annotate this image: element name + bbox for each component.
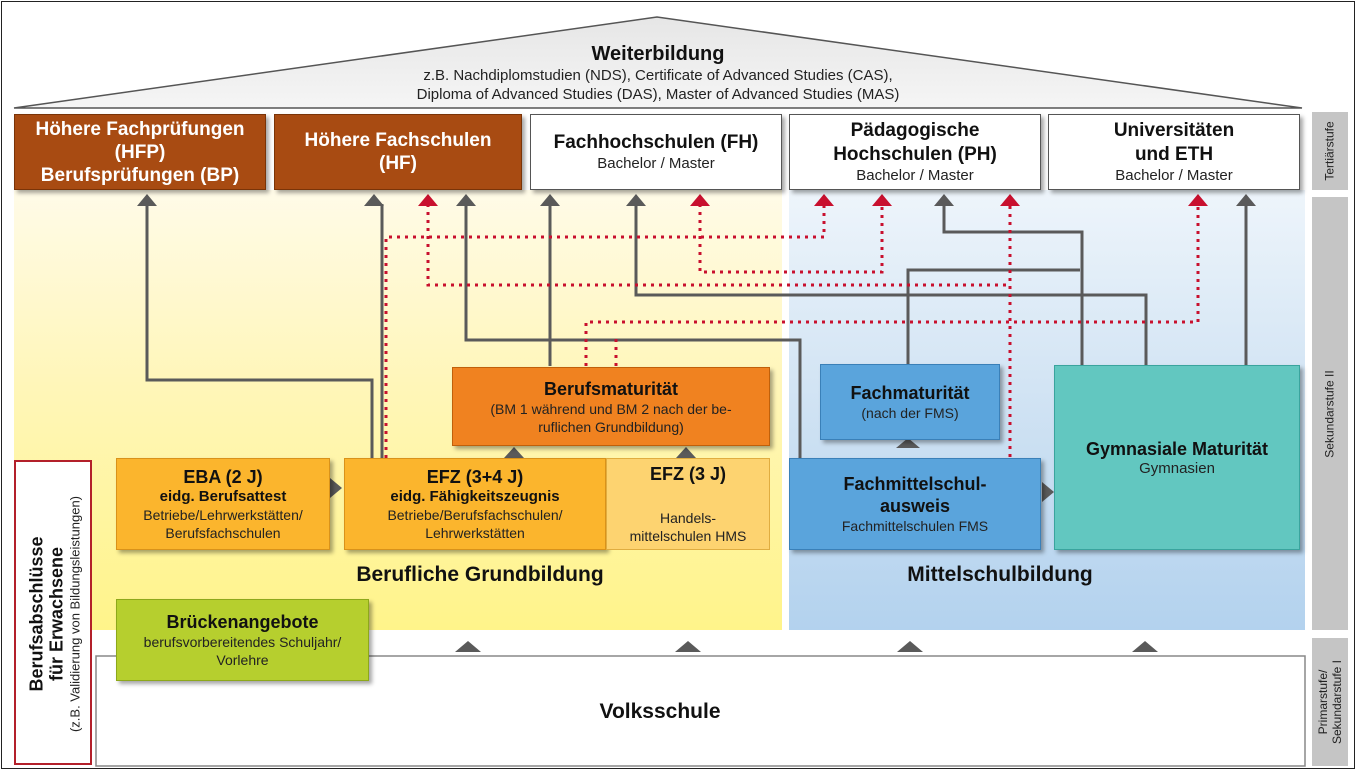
bruecken-line2: Vorlehre — [216, 652, 269, 668]
adults-line1: Berufsabschlüsse — [26, 536, 47, 692]
uni-line1: Universitäten — [1113, 120, 1235, 141]
hfp-line3: Berufsprüfungen (BP) — [40, 164, 240, 186]
adults-line3: (z.B. Validierung von Bildungsleistungen… — [67, 495, 83, 733]
eba-line1: eidg. Berufsattest — [159, 488, 287, 505]
eba-line3: Berufsfachschulen — [165, 525, 281, 541]
efz34-line3: Lehrwerkstätten — [425, 525, 525, 541]
volksschule-box — [95, 655, 1306, 767]
bruecken-line1: berufsvorbereitendes Schuljahr/ — [143, 634, 342, 650]
level-primar-label: Primarstufe/ Sekundarstufe I — [1316, 660, 1344, 744]
efz34-line2: Betriebe/Berufsfachschulen/ — [387, 507, 563, 523]
uni-box: Universitäten und ETH Bachelor / Master — [1048, 114, 1300, 190]
level-sek2-label: Sekundarstufe II — [1323, 369, 1338, 458]
gymnasial-sub: Gymnasien — [1139, 459, 1215, 477]
level-sek2: Sekundarstufe II — [1312, 197, 1348, 630]
efz34-line1: eidg. Fähigkeitszeugnis — [390, 488, 560, 505]
level-tertiaer: Tertiärstufe — [1312, 112, 1348, 190]
efz3-line2: mittelschulen HMS — [629, 528, 747, 544]
berufsmaturitaet-box: Berufsmaturität (BM 1 während und BM 2 n… — [452, 367, 770, 446]
fms-line1: Fachmittelschul- — [843, 474, 987, 494]
efz34-box: EFZ (3+4 J) eidg. Fähigkeitszeugnis Betr… — [344, 458, 606, 550]
weiterbildung-title: Weiterbildung — [591, 43, 725, 65]
uni-line2: und ETH — [1134, 144, 1214, 165]
weiterbildung-line1: z.B. Nachdiplomstudien (NDS), Certificat… — [423, 67, 893, 84]
level-primar: Primarstufe/ Sekundarstufe I — [1312, 638, 1348, 766]
weiterbildung-block: Weiterbildung z.B. Nachdiplomstudien (ND… — [300, 42, 1016, 104]
eba-line2: Betriebe/Lehrwerkstätten/ — [143, 507, 303, 523]
ph-line2: Hochschulen (PH) — [833, 144, 997, 165]
eba-title: EBA (2 J) — [183, 467, 263, 487]
fms-sub: Fachmittelschulen FMS — [841, 518, 989, 534]
berufliche-grundbildung-title: Berufliche Grundbildung — [356, 563, 604, 586]
bm-line2: ruflichen Grundbildung) — [538, 418, 684, 435]
uni-sub: Bachelor / Master — [1115, 167, 1233, 184]
hfp-line1: Höhere Fachprüfungen — [35, 118, 245, 140]
gymnasial-title: Gymnasiale Maturität — [1085, 438, 1269, 459]
efz3-line1: Handels- — [659, 510, 716, 526]
ph-sub: Bachelor / Master — [856, 167, 974, 184]
fachmaturitaet-box: Fachmaturität (nach der FMS) — [820, 364, 1000, 440]
hfp-line2: (HFP) — [114, 141, 166, 163]
fh-sub: Bachelor / Master — [597, 155, 715, 172]
brueckenangebote-box: Brückenangebote berufsvorbereitendes Sch… — [116, 599, 369, 681]
mittelschulbildung-title: Mittelschulbildung — [907, 563, 1093, 586]
ph-line1: Pädagogische — [850, 120, 980, 141]
fms-box: Fachmittelschul- ausweis Fachmittelschul… — [789, 458, 1041, 550]
adults-text: Berufsabschlüsse für Erwachsene (z.B. Va… — [27, 464, 84, 764]
gymnasial-box: Gymnasiale Maturität Gymnasien — [1054, 365, 1300, 550]
fh-title: Fachhochschulen (FH) — [553, 132, 759, 153]
efz3-box: EFZ (3 J) Handels- mittelschulen HMS — [606, 458, 770, 550]
bm-line1: (BM 1 während und BM 2 nach der be- — [490, 400, 732, 417]
bm-title: Berufsmaturität — [543, 378, 679, 399]
roof-shape — [13, 16, 1303, 109]
hf-box: Höhere Fachschulen (HF) — [274, 114, 522, 190]
fachmaturitaet-title: Fachmaturität — [850, 383, 970, 403]
ph-box: Pädagogische Hochschulen (PH) Bachelor /… — [789, 114, 1041, 190]
efz34-title: EFZ (3+4 J) — [426, 467, 524, 487]
volksschule-title: Volksschule — [599, 700, 721, 723]
fms-line2: ausweis — [879, 496, 951, 516]
level-bar-sek2 — [1312, 197, 1348, 630]
hfp-box: Höhere Fachprüfungen (HFP) Berufsprüfung… — [14, 114, 266, 190]
fh-box: Fachhochschulen (FH) Bachelor / Master — [530, 114, 782, 190]
adults-box: Berufsabschlüsse für Erwachsene (z.B. Va… — [14, 460, 92, 765]
bruecken-title: Brückenangebote — [166, 612, 319, 632]
hf-line2: (HF) — [379, 153, 417, 174]
eba-box: EBA (2 J) eidg. Berufsattest Betriebe/Le… — [116, 458, 330, 550]
level-bar-primar — [1312, 638, 1348, 766]
hf-line1: Höhere Fachschulen — [304, 130, 492, 151]
fachmaturitaet-sub: (nach der FMS) — [861, 405, 959, 421]
efz3-title: EFZ (3 J) — [649, 464, 726, 484]
level-primar-line1: Primarstufe/ — [1316, 669, 1330, 735]
adults-line2: für Erwachsene — [46, 546, 67, 682]
level-tertiaer-label: Tertiärstufe — [1323, 121, 1338, 181]
weiterbildung-line2: Diploma of Advanced Studies (DAS), Maste… — [416, 86, 900, 103]
level-primar-line2: Sekundarstufe I — [1330, 659, 1344, 745]
level-bar-tertiaer — [1312, 112, 1348, 190]
